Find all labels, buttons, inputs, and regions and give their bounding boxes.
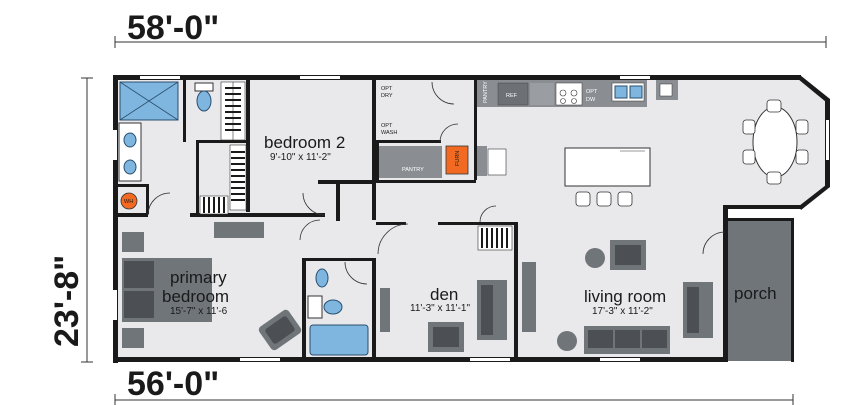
interior-walls [118,80,518,358]
pantry-door [439,123,459,143]
pantry-shelf [379,146,442,178]
closet-hangers-3 [199,195,229,215]
hall-door [299,219,321,241]
refrigerator [497,82,529,106]
opt-wash-1: OPT [381,123,393,129]
primary-name-1: primary [170,268,227,287]
bedroom2-door [302,192,326,216]
dimension-top: 58'-0" [114,9,827,48]
armchair [258,309,302,351]
bedroom2-size: 9'-10" x 11'-2" [270,152,331,163]
nightstand-bottom [122,328,144,348]
closet-hangers-1 [220,81,246,141]
pantry-label: PANTRY [402,167,424,173]
primary-size: 15'-7" x 11'-6 [170,306,228,317]
living-name: living room [584,287,666,306]
bath2-toilet [323,299,343,315]
cabinet [487,148,507,176]
dimension-side-label: 23'-8" [48,255,86,347]
ref-label: REF [506,93,518,99]
furn-label: FURN [455,151,461,166]
wh-label: WH [124,199,133,205]
dimension-bottom-label: 56'-0" [127,365,219,403]
water-softener [477,146,487,176]
opt-wash-2: WASH [381,130,397,136]
den-closet [477,205,513,251]
windows [113,76,829,361]
nightstand-top [122,232,144,252]
range [555,82,583,106]
porch-name: porch [734,284,777,303]
side-table-2 [557,331,577,351]
dimension-bottom: 56'-0" [114,365,794,405]
den-size: 11'-3" x 11'-1" [410,303,470,314]
toilet [196,90,212,112]
den-shelf [380,288,390,332]
furnace [445,145,469,175]
water-heater [120,192,138,210]
side-table [585,248,605,268]
opt-dw-1: OPT [586,89,598,95]
dining-set [742,99,809,185]
den-name: den [430,285,458,304]
counter-section [530,83,554,105]
opt-dry-1: OPT [381,86,393,92]
opt-dw-2: DW [586,97,596,103]
primary-door [147,192,171,216]
bath2-sink [315,268,329,288]
toilet-tank [194,82,214,92]
tv-console [522,262,536,332]
den-door [377,223,409,255]
laundry-door [431,81,455,105]
entry-door [702,231,726,255]
primary-name-2: bedroom [162,287,229,306]
bedroom2-name: bedroom 2 [264,133,345,152]
sink-left-2 [123,159,137,175]
kitchen-island [564,147,651,187]
porch-area [727,220,792,361]
closet-hangers-2 [229,144,247,211]
bathtub [309,324,369,356]
bath2-door [344,261,368,285]
bath2-vanity [307,295,323,319]
dimension-side: 23'-8" [48,77,93,363]
pantry-small-label: PANTRY [483,81,489,103]
bar-stools [575,191,633,207]
sink-left [123,132,137,148]
dimension-top-label: 58'-0" [127,9,219,47]
living-size: 17'-3" x 11'-2" [592,306,653,317]
opt-dry-2: DRY [381,93,393,99]
dresser [214,222,264,238]
